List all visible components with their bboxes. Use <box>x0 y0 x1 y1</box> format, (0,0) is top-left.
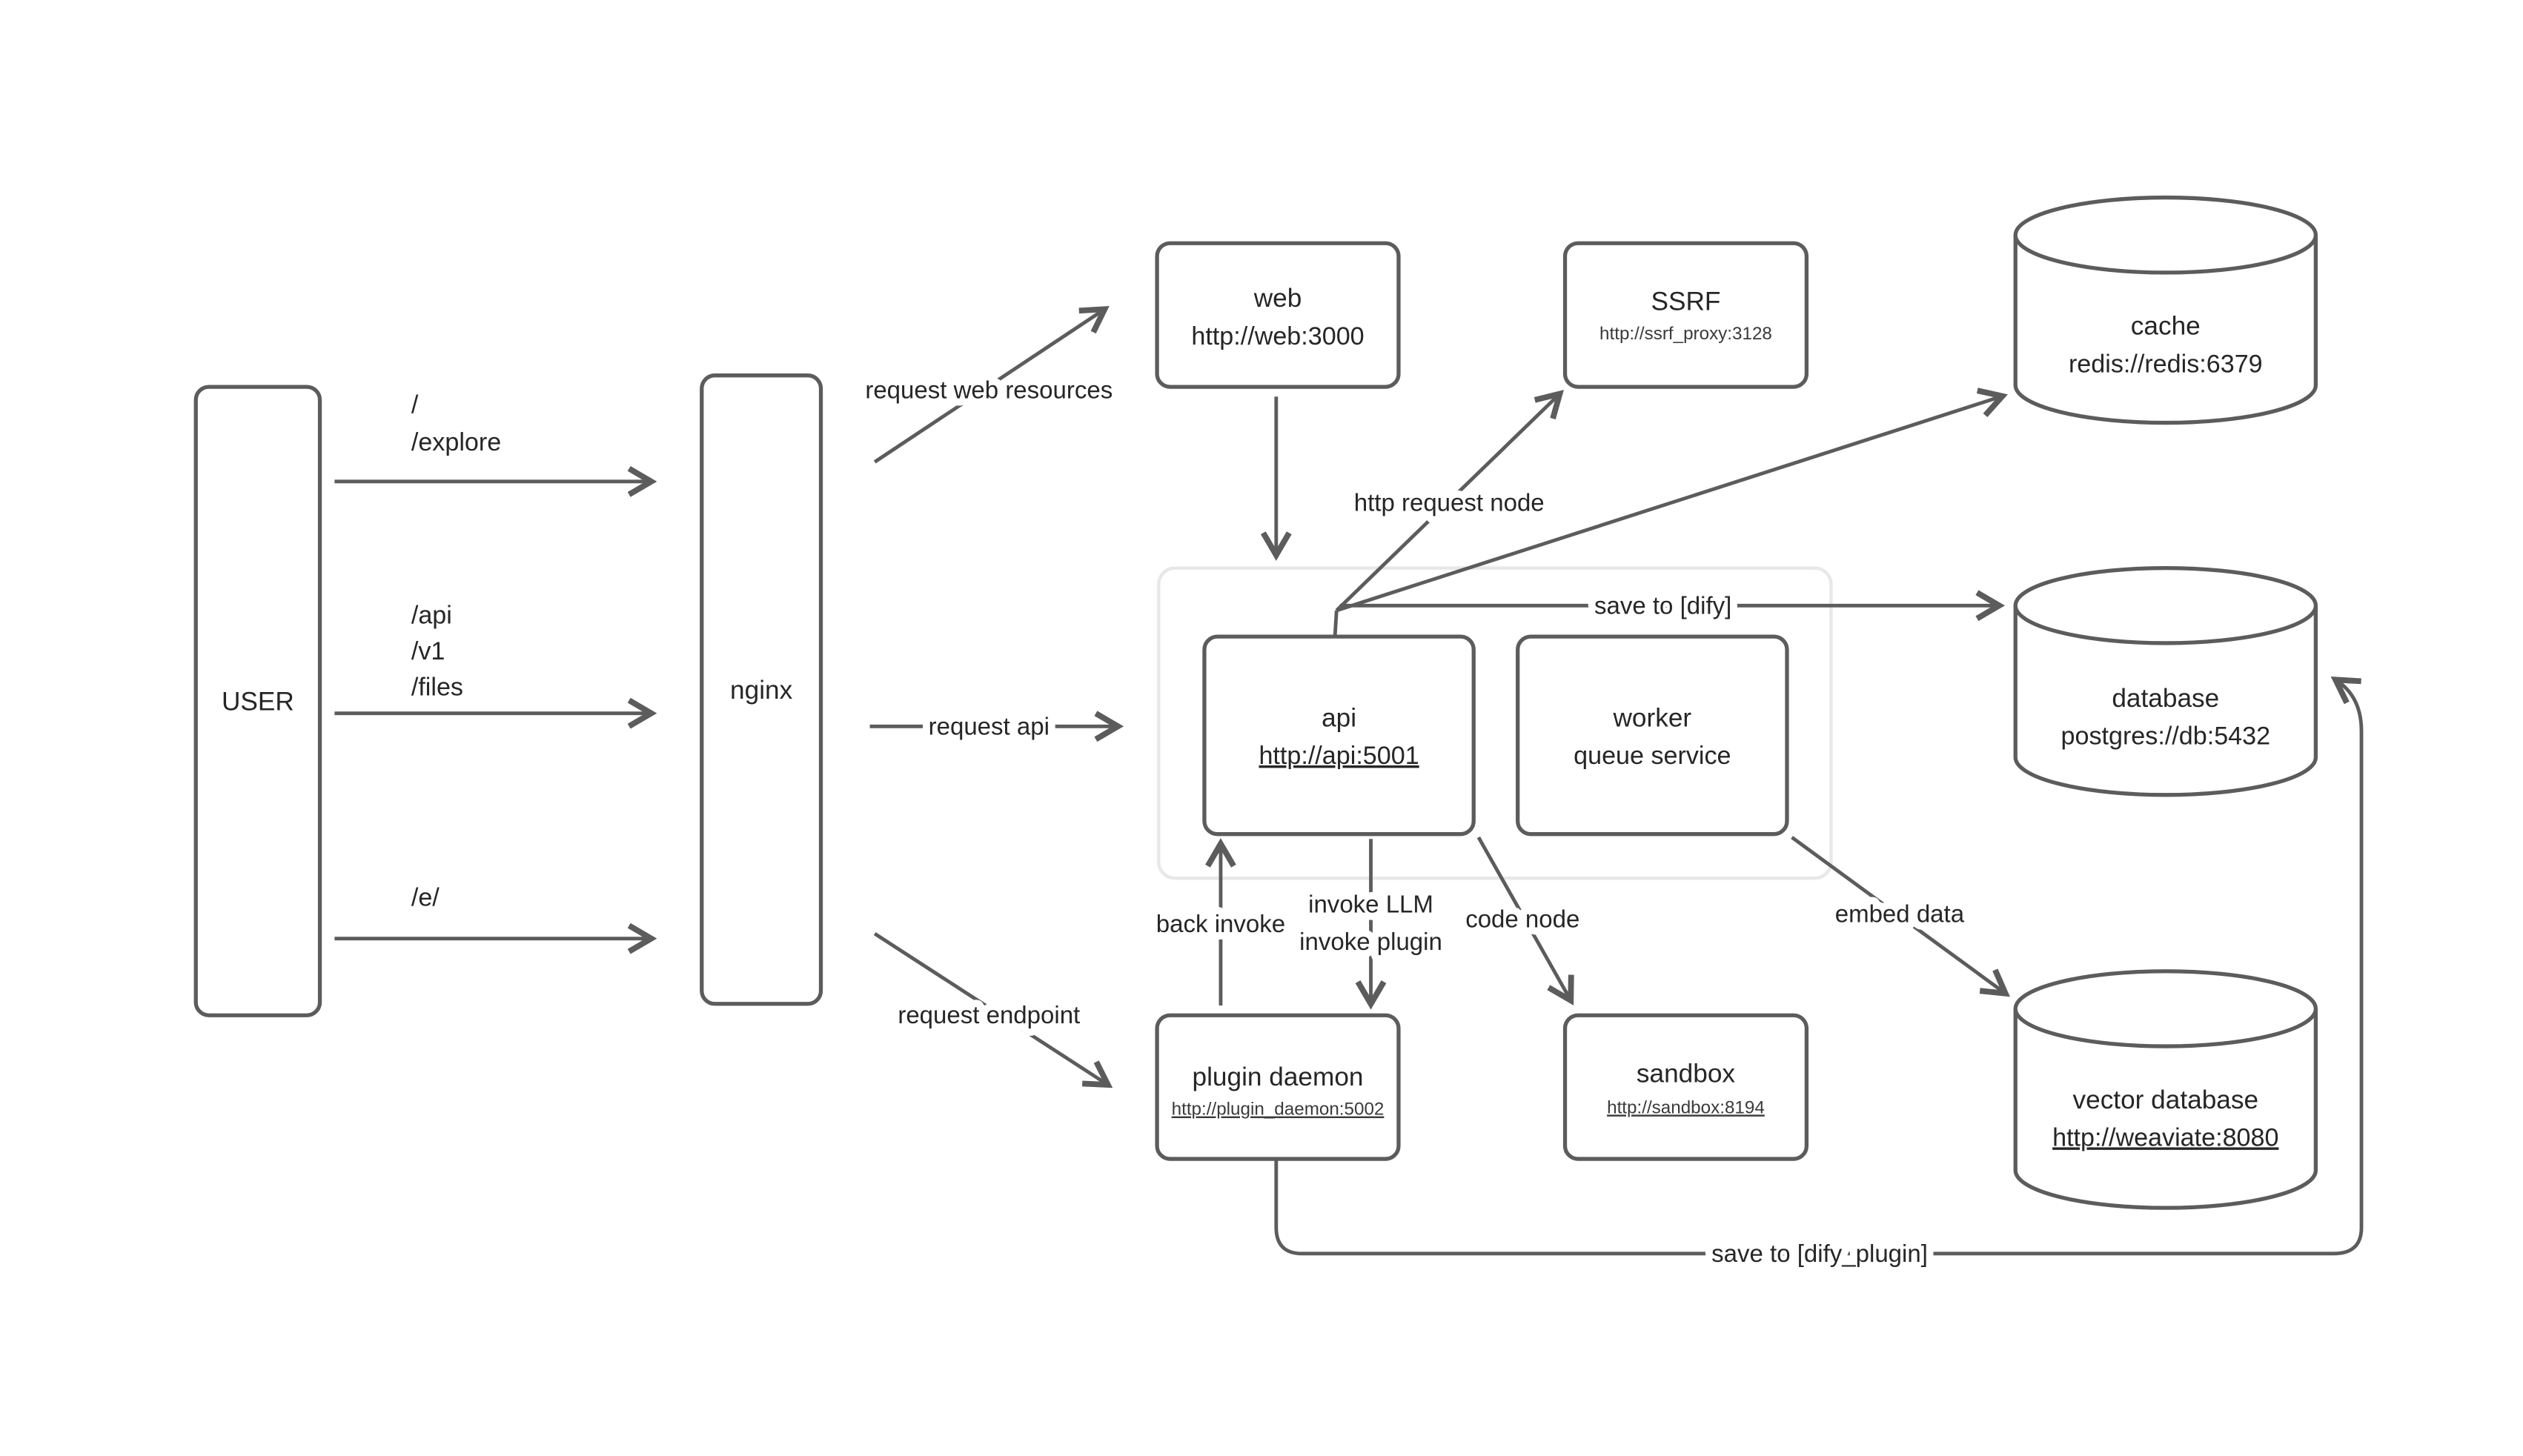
edge-api-ssrf <box>1335 390 1564 612</box>
label-save-to-dify: save to [dify] <box>1594 591 1731 619</box>
ssrf-box <box>1562 241 1809 389</box>
node-web: web http://web:3000 <box>1155 241 1401 389</box>
node-user: USER <box>193 385 322 1017</box>
node-cache: cache redis://redis:6379 <box>2013 195 2318 425</box>
sandbox-label: sandbox <box>1637 1060 1736 1088</box>
node-nginx: nginx <box>700 373 823 1006</box>
node-api: api http://api:5001 <box>1202 634 1476 837</box>
label-invoke-plugin: invoke plugin <box>1299 928 1442 955</box>
edge-api-sandbox <box>1476 836 1574 1005</box>
edge-api-junction <box>1333 610 1339 637</box>
route-label-explore: /explore <box>411 428 501 456</box>
vector-database-url: http://weaviate:8080 <box>2052 1123 2278 1151</box>
plugin-daemon-label: plugin daemon <box>1193 1063 1364 1091</box>
route-label-files: /files <box>411 673 463 701</box>
label-back-invoke: back invoke <box>1156 910 1285 937</box>
label-http-request-node: http request node <box>1354 489 1545 516</box>
nginx-box <box>700 373 823 1006</box>
edge-nginx-web <box>873 305 1110 464</box>
node-plugin-daemon: plugin daemon http://plugin_daemon:5002 <box>1155 1013 1401 1161</box>
cache-cylinder-body <box>2013 235 2318 425</box>
route-label-api: /api <box>411 602 452 630</box>
plugin-daemon-url: http://plugin_daemon:5002 <box>1172 1100 1385 1120</box>
sandbox-box <box>1562 1013 1809 1161</box>
database-label: database <box>2112 684 2219 713</box>
label-invoke-llm: invoke LLM <box>1308 890 1433 917</box>
web-box <box>1155 241 1401 389</box>
route-label-root: / <box>411 390 419 419</box>
plugin-daemon-box <box>1155 1013 1401 1161</box>
api-box <box>1202 634 1476 837</box>
worker-box <box>1516 634 1789 837</box>
api-url: http://api:5001 <box>1259 742 1419 770</box>
user-box <box>193 385 322 1017</box>
label-request-api: request api <box>929 712 1050 739</box>
edge-worker-vector-database <box>1791 836 2010 997</box>
node-vector-database: vector database http://weaviate:8080 <box>2013 969 2318 1210</box>
edges <box>334 305 2364 1256</box>
label-embed-data: embed data <box>1835 900 1965 928</box>
route-label-e: /e/ <box>411 884 440 912</box>
label-code-node: code node <box>1465 905 1579 932</box>
database-cylinder-body <box>2013 605 2318 797</box>
nginx-label: nginx <box>730 676 793 705</box>
cache-label: cache <box>2131 312 2201 341</box>
edge-nginx-plugin-daemon <box>873 932 1113 1088</box>
sandbox-url: http://sandbox:8194 <box>1607 1097 1765 1117</box>
ssrf-label: SSRF <box>1651 287 1721 316</box>
web-label: web <box>1253 284 1302 313</box>
vector-database-cylinder-top <box>2013 969 2318 1048</box>
node-sandbox: sandbox http://sandbox:8194 <box>1562 1013 1809 1161</box>
label-request-endpoint: request endpoint <box>898 1001 1080 1028</box>
worker-sub: queue service <box>1574 742 1731 770</box>
node-database: database postgres://db:5432 <box>2013 565 2318 797</box>
edge-api-cache <box>1336 388 2008 613</box>
vector-database-cylinder-body <box>2013 1008 2318 1210</box>
cache-cylinder-top <box>2013 195 2318 275</box>
node-worker: worker queue service <box>1516 634 1789 837</box>
label-save-to-dify-plugin: save to [dify_plugin] <box>1711 1240 1928 1267</box>
database-url: postgres://db:5432 <box>2060 722 2270 751</box>
web-url: http://web:3000 <box>1191 322 1364 350</box>
node-ssrf: SSRF http://ssrf_proxy:3128 <box>1562 241 1809 389</box>
api-label: api <box>1322 703 1356 732</box>
user-label: USER <box>222 687 294 716</box>
ssrf-url: http://ssrf_proxy:3128 <box>1599 324 1772 344</box>
database-cylinder-top <box>2013 565 2318 645</box>
edge-plugin-daemon-database <box>1274 677 2364 1256</box>
route-label-v1: /v1 <box>411 637 445 665</box>
label-request-web-resources: request web resources <box>865 376 1113 404</box>
api-worker-group <box>1157 566 1833 880</box>
cache-url: redis://redis:6379 <box>2069 350 2263 378</box>
vector-database-label: vector database <box>2073 1086 2259 1114</box>
worker-label: worker <box>1613 703 1692 732</box>
